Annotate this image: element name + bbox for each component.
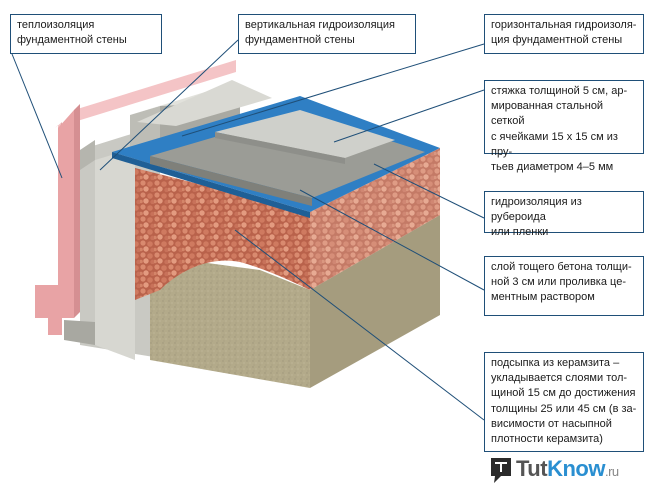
label-screed: стяжка толщиной 5 см, ар- мированная ста… bbox=[484, 80, 644, 173]
label-expanded-clay: подсыпка из керамзита – укладывается сло… bbox=[484, 352, 644, 452]
thermal-insulation bbox=[35, 60, 236, 335]
label-vertical-waterproofing: вертикальная гидроизоляция фундаментной … bbox=[238, 14, 416, 54]
leader-concrete bbox=[299, 189, 485, 291]
lean-concrete-edge bbox=[150, 156, 312, 206]
leader-waterproof bbox=[373, 163, 485, 219]
site-logo: TutKnow.ru bbox=[488, 454, 638, 488]
membrane-edge bbox=[112, 152, 310, 218]
expanded-clay-side bbox=[310, 148, 440, 290]
logo-icon bbox=[491, 458, 511, 483]
logo-text: TutKnow.ru bbox=[516, 456, 619, 481]
leader-vertical bbox=[99, 39, 239, 171]
leader-lines bbox=[11, 39, 485, 421]
leader-thermal bbox=[11, 53, 63, 179]
leader-horizontal bbox=[181, 43, 485, 137]
leader-clay bbox=[234, 229, 485, 421]
label-waterproofing: гидроизоляция из рубероида или пленки bbox=[484, 191, 644, 238]
soil-side bbox=[310, 215, 440, 388]
soil-layer bbox=[150, 262, 310, 388]
label-horizontal-waterproofing: горизонтальная гидроизоля- ция фундамент… bbox=[484, 14, 644, 54]
label-thermal-insulation: теплоизоляция фундаментной стены bbox=[10, 14, 162, 54]
leader-screed bbox=[333, 89, 485, 143]
label-lean-concrete: слой тощего бетона толщи- ной 3 см или п… bbox=[484, 256, 644, 316]
screed-edge bbox=[215, 132, 345, 164]
screed-slab bbox=[215, 110, 395, 158]
